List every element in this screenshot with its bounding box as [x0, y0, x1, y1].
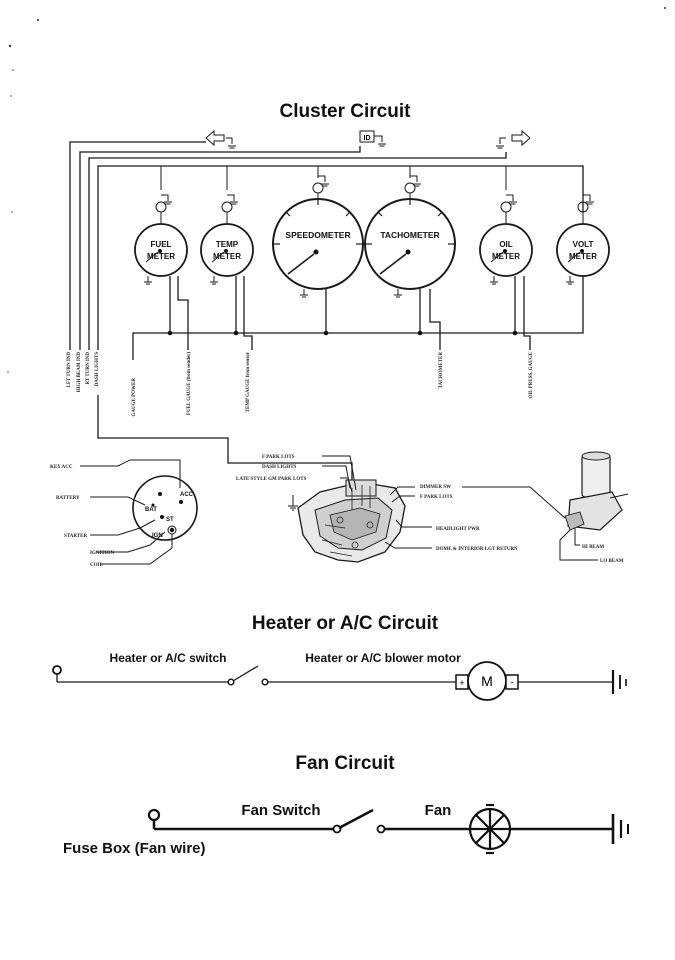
- wire-label-high-beam: HIGH BEAM IND: [77, 352, 82, 393]
- label-dash-lights: DASH LIGHTS: [262, 465, 297, 470]
- left-turn-arrow-icon: [205, 129, 236, 149]
- wire-label-temp-gauge: TEMP GAUGE from sensor: [246, 351, 251, 412]
- ign-term-ign: IGN: [152, 533, 163, 539]
- volt-meter-gauge: VOLT METER: [556, 223, 610, 277]
- motor-symbol: M: [481, 673, 493, 689]
- cluster-circuit-title: Cluster Circuit: [280, 101, 412, 122]
- right-turn-arrow-icon: [496, 129, 531, 149]
- label-dimmer-sw: DIMMER SW: [420, 485, 451, 490]
- blower-motor-label: Heater or A/C blower motor: [305, 651, 461, 665]
- gauge-label: VOLT: [573, 240, 594, 249]
- fan-fuse-terminal: [147, 808, 161, 822]
- label-dome: DOME & INTERIOR LGT RETURN: [436, 547, 518, 552]
- label-ignition: IGNITION: [90, 551, 115, 556]
- wire-label-tachometer: TACHOMETER: [439, 352, 444, 389]
- bulb-icon: [221, 166, 238, 224]
- heater-fuse-terminal: [52, 665, 62, 675]
- label-hi-beam: HI BEAM: [582, 545, 604, 550]
- wire-label-dash-lights: DASH LIGHTS: [95, 352, 100, 387]
- heater-switch-label: Heater or A/C switch: [110, 651, 227, 665]
- label-lo-beam: LO BEAM: [600, 559, 624, 564]
- fan-ground-icon: [611, 814, 629, 844]
- fan-switch-label: Fan Switch: [241, 802, 320, 819]
- wire-label-left-turn: LFT TURN IND: [67, 352, 72, 388]
- high-beam-indicator-icon: ID: [359, 130, 386, 147]
- bulb-icon: [404, 166, 421, 199]
- dimmer-switch-illustration: HI BEAM LO BEAM: [462, 451, 629, 564]
- oil-meter-gauge: OIL METER: [479, 223, 533, 277]
- motor-minus: -: [511, 677, 514, 687]
- gauge-label: TEMP: [216, 240, 239, 249]
- heater-circuit-title: Heater or A/C Circuit: [252, 613, 439, 634]
- indicator-wires: [69, 141, 584, 350]
- bulb-icon: [155, 166, 172, 224]
- label-key-acc: KEY ACC: [50, 465, 73, 470]
- headlight-switch-labels: F PARK LOTS DASH LIGHTS LATE STYLE GM PA…: [236, 455, 518, 552]
- ign-term-acc: ACC: [180, 492, 194, 498]
- headlight-switch-leaders: [322, 455, 432, 549]
- fan-circuit-wiring: [147, 803, 629, 855]
- blower-motor-icon: + M -: [455, 661, 519, 701]
- wire-label-gauge-power: GAUGE POWER: [132, 378, 137, 417]
- ign-term-st: ST: [166, 517, 174, 523]
- temp-meter-gauge: TEMP METER: [200, 223, 254, 277]
- gauge-label: METER: [569, 252, 597, 261]
- label-coil: COIL: [90, 563, 103, 568]
- heater-switch-blade: [232, 665, 259, 682]
- label-park-lots-right: F PARK LOTS: [420, 495, 453, 500]
- fan-circuit-title: Fan Circuit: [295, 753, 395, 774]
- gauge-label: OIL: [499, 240, 512, 249]
- cluster-wire-labels: LFT TURN IND HIGH BEAM IND RT TURN IND D…: [67, 351, 534, 416]
- wire-label-oil-press: OIL PRESS. GAUGE: [529, 351, 534, 398]
- ignition-switch: BAT ACC ST IGN: [132, 475, 198, 541]
- label-battery: BATTERY: [56, 496, 80, 501]
- gauge-label: METER: [492, 252, 520, 261]
- speedometer-gauge: SPEEDOMETER: [272, 198, 364, 290]
- ignition-labels: KEY ACC BATTERY STARTER IGNITION COIL: [50, 465, 115, 568]
- ign-term-bat: BAT: [145, 507, 157, 513]
- fuse-box-label: Fuse Box (Fan wire): [63, 840, 206, 857]
- gauge-label: METER: [213, 252, 241, 261]
- label-park-lots-top: F PARK LOTS: [262, 455, 295, 460]
- svg-text:ID: ID: [364, 135, 371, 142]
- ignition-wires: [80, 459, 181, 565]
- gauge-label: FUEL: [151, 240, 172, 249]
- bulb-icon: [312, 166, 329, 199]
- gauge-ground-symbols: [144, 276, 574, 298]
- dash-light-bulbs: [155, 166, 594, 224]
- wire-label-fuel-gauge: FUEL GAUGE (from sender): [187, 352, 192, 415]
- label-late-style: LATE STYLE GM PARK LOTS: [236, 477, 307, 482]
- bulb-icon: [500, 166, 517, 224]
- gauge-label: SPEEDOMETER: [285, 230, 350, 240]
- scan-specks: [7, 7, 666, 373]
- tachometer-gauge: TACHOMETER: [364, 198, 456, 290]
- headlight-switch-illustration: [288, 479, 406, 563]
- label-headlight-pwr: HEADLIGHT PWR: [436, 527, 480, 532]
- gauge-label: METER: [147, 252, 175, 261]
- bulb-icon: [577, 194, 594, 224]
- heater-circuit-wiring: + M -: [52, 661, 627, 701]
- fan-switch-blade: [338, 808, 374, 830]
- gauge-power-bus: [132, 276, 584, 360]
- gauge-label: TACHOMETER: [380, 230, 439, 240]
- fuel-meter-gauge: FUEL METER: [134, 223, 188, 277]
- wire-label-right-turn: RT TURN IND: [86, 352, 91, 385]
- motor-plus: +: [459, 678, 464, 688]
- heater-ground-icon: [611, 670, 627, 694]
- fan-label: Fan: [425, 802, 452, 819]
- label-starter: STARTER: [64, 534, 87, 539]
- fan-icon: [468, 803, 512, 855]
